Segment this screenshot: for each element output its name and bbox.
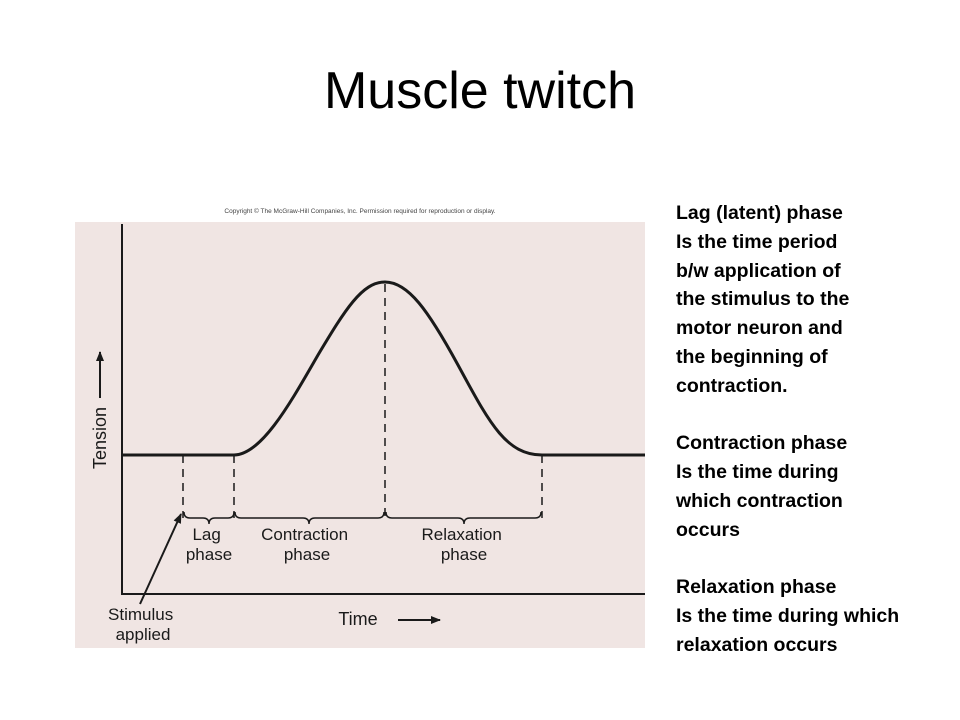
description-line: the stimulus to the (676, 288, 850, 311)
figure-panel (75, 222, 645, 648)
lag-phase-label: Lag phase (186, 525, 232, 564)
slide-title: Muscle twitch (323, 62, 637, 120)
lag-phase-brace (183, 511, 235, 525)
relaxation-phase-description: Relaxation phase Is the time during whic… (676, 573, 956, 659)
description-line: Relaxation phase (676, 576, 837, 599)
tension-curve (122, 280, 645, 457)
description-line: relaxation occurs (676, 633, 838, 656)
description-line: which contraction (676, 489, 843, 512)
contraction-phase-brace (234, 511, 385, 525)
x-axis-label: Time (338, 609, 377, 629)
spacer (676, 545, 956, 574)
description-line: the beginning of (676, 345, 828, 368)
description-line: Lag (latent) phase (676, 202, 843, 224)
contraction-phase-label: Contraction phase (261, 525, 353, 564)
description-line: contraction. (676, 374, 788, 397)
description-line: Is the time during which (676, 605, 900, 628)
description-line: Is the time during (676, 461, 839, 484)
description-line: occurs (676, 518, 740, 541)
copyright-notice: Copyright © The McGraw-Hill Companies, I… (224, 208, 496, 215)
stimulus-arrow (139, 513, 182, 605)
description-line: Is the time period (676, 230, 838, 253)
contraction-phase-description: Contraction phase Is the time during whi… (676, 429, 956, 544)
description-line: b/w application of (676, 259, 841, 282)
relaxation-phase-label: Relaxation phase (421, 525, 506, 564)
phase-descriptions: Lag (latent) phase Is the time period b/… (676, 199, 956, 660)
description-line: motor neuron and (676, 317, 843, 340)
stimulus-applied-label: Stimulus applied (108, 605, 178, 644)
lag-phase-description: Lag (latent) phase Is the time period b/… (676, 199, 956, 401)
description-line: Contraction phase (676, 432, 848, 455)
y-axis-label: Tension (90, 407, 110, 469)
relaxation-phase-brace (385, 511, 542, 525)
spacer (676, 401, 956, 430)
